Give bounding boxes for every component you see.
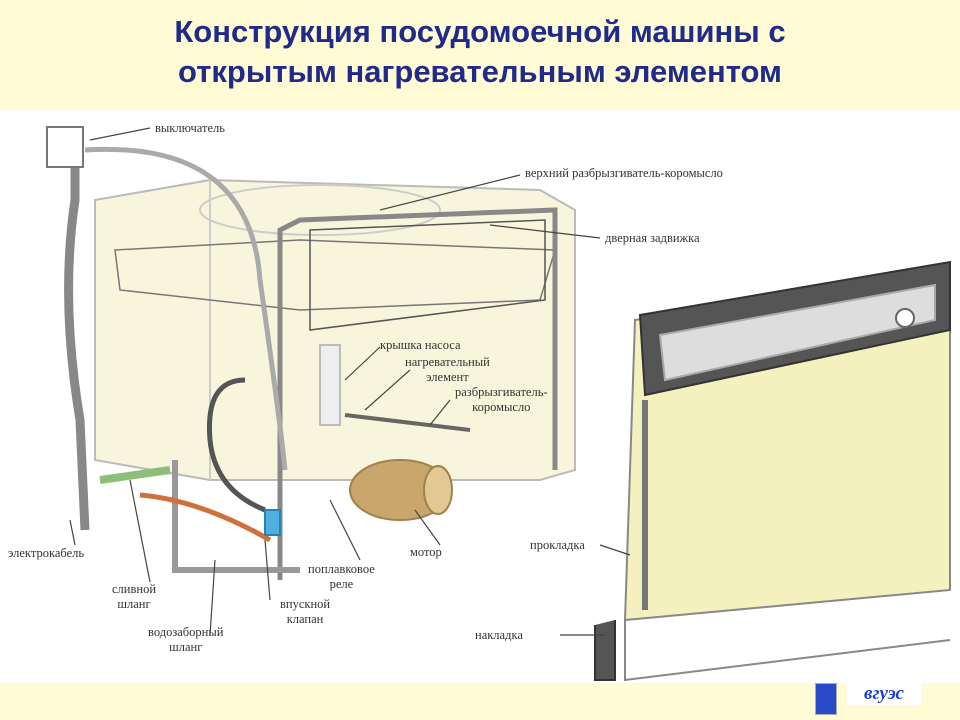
label-heating-line-2: элемент xyxy=(426,370,469,384)
label-inlet-line-2: клапан xyxy=(286,612,324,626)
label-intake-line-2: шланг xyxy=(169,640,203,654)
label-sprayer-line-1: разбрызгиватель- xyxy=(455,385,548,399)
label-inlet-line-1: впускной xyxy=(280,597,331,611)
dishwasher-diagram xyxy=(46,126,951,682)
label-overlay: накладка xyxy=(475,628,523,642)
label-drain-line-1: сливной xyxy=(112,582,157,596)
label-gasket: прокладка xyxy=(530,538,585,552)
title-line-1: Конструкция посудомоечной машины с xyxy=(174,14,786,49)
footer-band xyxy=(0,683,960,720)
label-heating-line-1: нагревательный xyxy=(405,355,490,369)
label-motor: мотор xyxy=(410,545,442,559)
title-band xyxy=(0,0,960,110)
label-drain-line-2: шланг xyxy=(117,597,151,611)
label-intake-line-1: водозаборный xyxy=(148,625,224,639)
label-sprayer: разбрызгиватель-коромысло xyxy=(455,385,548,415)
label-switch: выключатель xyxy=(155,121,225,135)
university-emblem xyxy=(815,683,837,715)
label-sprayer-line-2: коромысло xyxy=(472,400,531,414)
label-upper-sprayer: верхний разбрызгиватель-коромысло xyxy=(525,166,723,180)
title-line-2: открытым нагревательным элементом xyxy=(178,54,782,89)
label-float-line-1: поплавковое xyxy=(308,562,375,576)
label-float-line-2: реле xyxy=(329,577,354,591)
label-door-latch: дверная задвижка xyxy=(605,231,700,245)
slide-title: Конструкция посудомоечной машины с откры… xyxy=(0,12,960,92)
university-logo-text: вгуэс xyxy=(847,683,921,705)
label-cable: электрокабель xyxy=(8,546,85,560)
label-pump-cover: крышка насоса xyxy=(380,338,461,352)
